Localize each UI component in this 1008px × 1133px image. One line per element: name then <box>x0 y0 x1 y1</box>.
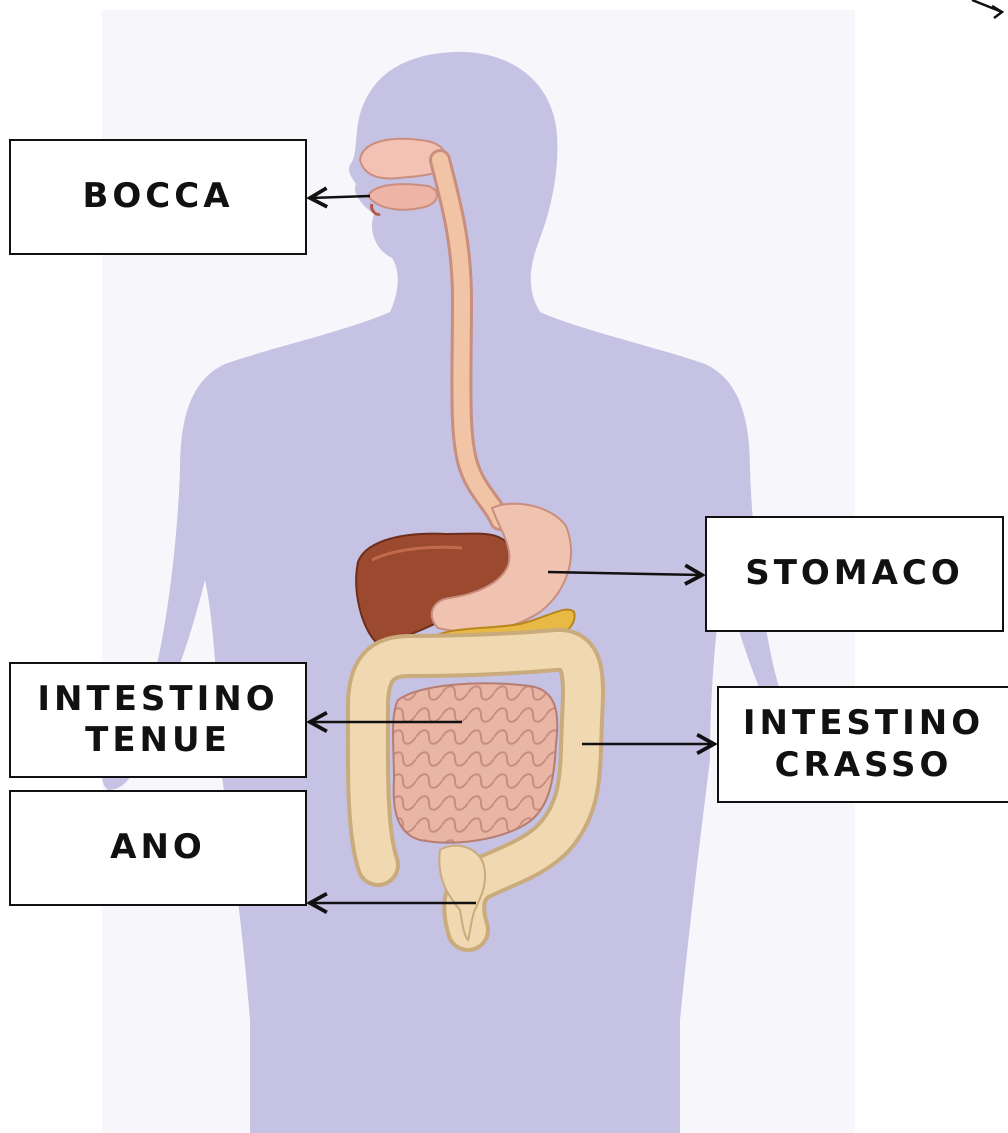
label-stomaco-text: STOMACO <box>745 553 964 594</box>
label-intestino-tenue-line1: INTESTINO <box>37 679 278 720</box>
label-intestino-crasso-line2: CRASSO <box>743 745 984 786</box>
label-stomaco: STOMACO <box>705 516 1004 632</box>
label-bocca: BOCCA <box>9 139 307 255</box>
small-intestine-coils <box>393 683 557 842</box>
label-intestino-tenue: INTESTINO TENUE <box>9 662 307 778</box>
stray-arrow <box>972 0 1002 18</box>
label-intestino-crasso-line1: INTESTINO <box>743 703 984 744</box>
label-ano-text: ANO <box>110 827 206 868</box>
label-ano: ANO <box>9 790 307 906</box>
label-intestino-tenue-line2: TENUE <box>37 720 278 761</box>
label-intestino-crasso: INTESTINO CRASSO <box>717 686 1008 803</box>
label-bocca-text: BOCCA <box>82 176 233 217</box>
